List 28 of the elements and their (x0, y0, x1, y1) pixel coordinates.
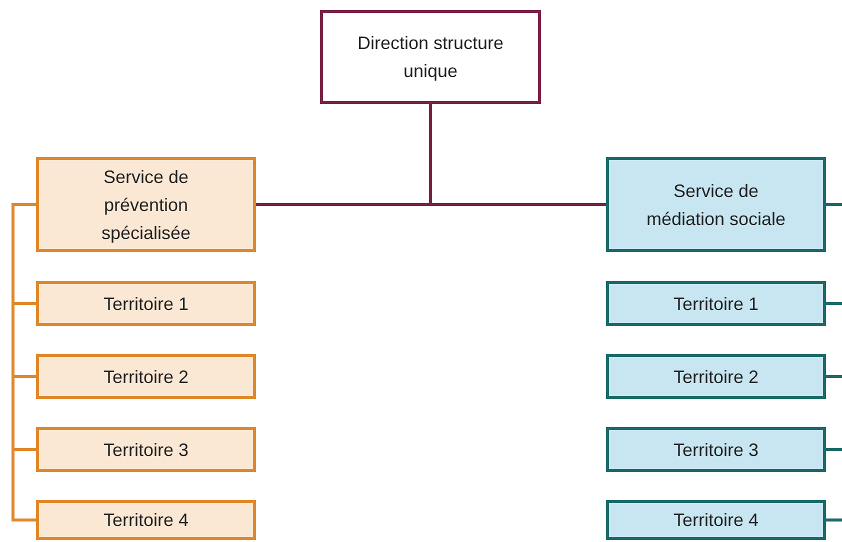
connector-line (826, 375, 842, 378)
connector-line (826, 203, 842, 206)
connector-line (826, 302, 842, 305)
org-box (606, 500, 826, 540)
org-box (36, 500, 256, 540)
box-label: Territoire 1 (673, 292, 759, 316)
org-box (606, 354, 826, 399)
org-box (36, 157, 256, 252)
org-box (36, 427, 256, 472)
box-label: Territoire 2 (673, 366, 759, 388)
org-box (36, 281, 256, 326)
box-label: Territoire 2 (103, 366, 189, 388)
box-label: Service de médiation sociale (645, 180, 787, 230)
box-label: Territoire 4 (103, 509, 189, 532)
connector-line (826, 518, 842, 522)
connector-line (826, 448, 842, 451)
org-box (320, 10, 541, 104)
box-label: Territoire 4 (673, 509, 759, 532)
org-box (36, 354, 256, 399)
box-label: Direction structure unique (356, 32, 505, 83)
box-label: Territoire 3 (673, 438, 759, 462)
org-box (606, 157, 826, 252)
box-label: Service de prévention spécialisée (100, 166, 192, 245)
box-label: Territoire 3 (103, 438, 189, 462)
box-label: Territoire 1 (103, 292, 189, 316)
org-box (606, 281, 826, 326)
connector-line (12, 203, 36, 522)
org-box (606, 427, 826, 472)
